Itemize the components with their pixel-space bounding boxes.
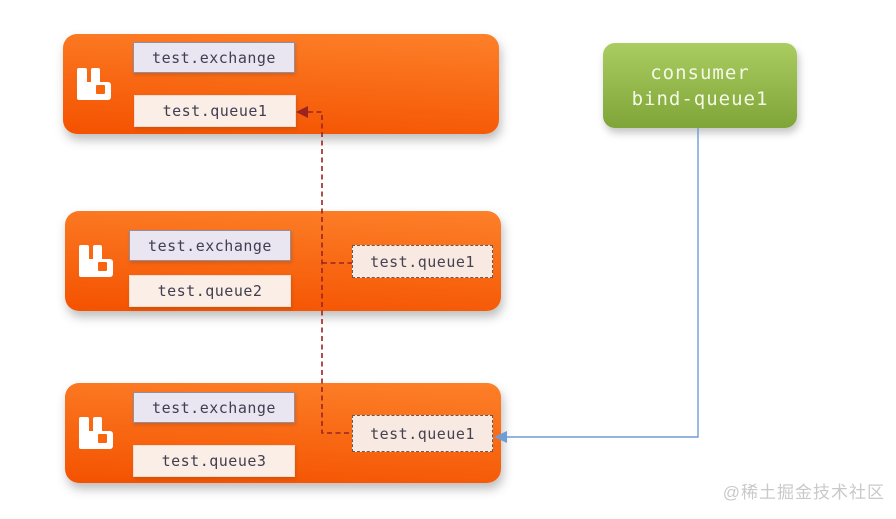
consumer-label-line2: bind-queue1 [631,87,769,110]
broker-box-2: test.exchange test.queue2 [65,211,501,311]
queue-label: test.queue3 [133,445,295,477]
consumer-label-line1: consumer [650,61,750,84]
exchange-label: test.exchange [129,230,291,261]
rabbitmq-icon [79,245,113,277]
broker-box-1: test.exchange test.queue1 [63,34,499,134]
ghost-queue-bottom: test.queue1 [352,415,493,452]
watermark: @稀土掘金技术社区 [722,483,885,502]
rabbitmq-icon [77,68,111,100]
consume-route-line [507,128,699,438]
ghost-queue-middle: test.queue1 [352,245,493,278]
rabbitmq-icon [79,417,113,449]
consumer-box: consumer bind-queue1 [603,43,797,128]
exchange-label: test.exchange [133,392,295,423]
queue-label: test.queue2 [129,275,291,307]
queue-label: test.queue1 [134,95,296,127]
exchange-label: test.exchange [133,42,295,73]
